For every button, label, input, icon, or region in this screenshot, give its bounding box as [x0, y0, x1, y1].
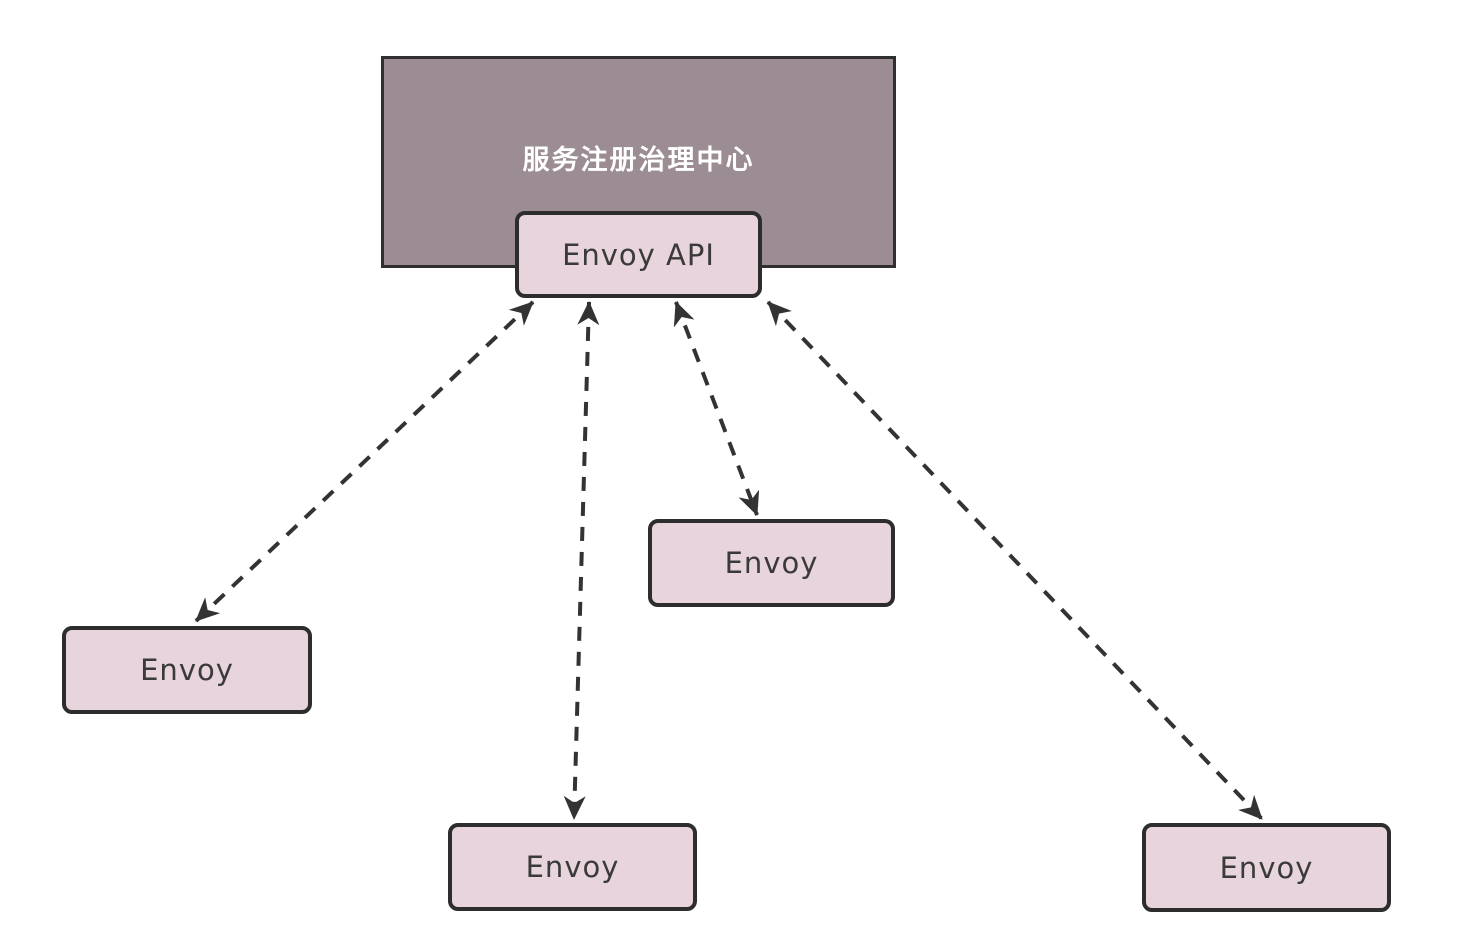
envoy-api-label: Envoy API [562, 237, 715, 272]
edge-api-envoy-2 [563, 301, 600, 820]
edge-api-envoy-3 [673, 301, 760, 516]
envoy-node-3-label: Envoy [724, 546, 819, 580]
edge-api-envoy-1 [194, 300, 535, 623]
envoy-node-2: Envoy [448, 823, 697, 911]
envoy-api-box: Envoy API [515, 211, 762, 298]
edge-api-envoy-4 [766, 300, 1264, 821]
envoy-node-4-label: Envoy [1219, 850, 1314, 885]
envoy-node-2-label: Envoy [525, 850, 620, 884]
envoy-node-3: Envoy [648, 519, 895, 607]
registry-center-label: 服务注册治理中心 [522, 144, 755, 176]
envoy-node-1-label: Envoy [140, 653, 234, 687]
envoy-node-1: Envoy [62, 626, 312, 714]
envoy-node-4: Envoy [1142, 823, 1391, 912]
